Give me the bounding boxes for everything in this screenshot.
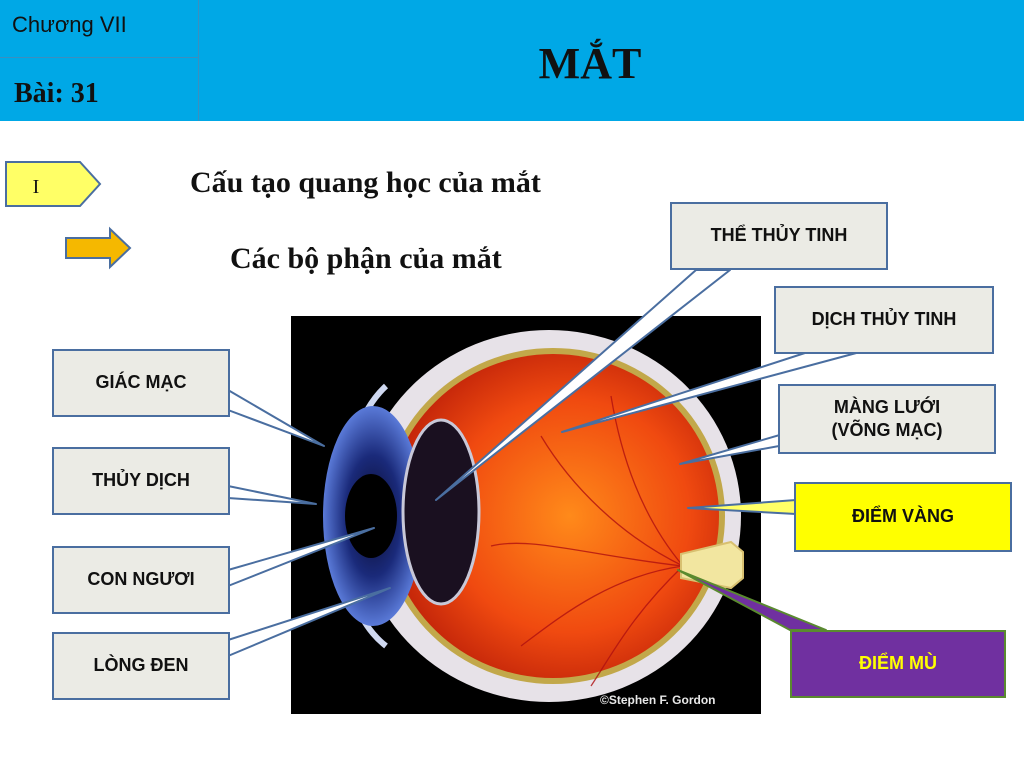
label-dich-thuy-tinh: DỊCH THỦY TINH	[774, 286, 994, 354]
label-thuy-dich: THỦY DỊCH	[52, 447, 230, 515]
pointer-mang-luoi	[679, 431, 791, 465]
lesson-cell: Bài: 31	[0, 58, 199, 121]
section-heading: Cấu tạo quang học của mắt	[190, 166, 541, 199]
pointer-thuy-dich	[227, 485, 317, 505]
pointer-diem-mu	[677, 569, 827, 631]
label-diem-vang: ĐIỂM VÀNG	[794, 482, 1012, 552]
pointer-giac-mac	[227, 389, 325, 447]
label-con-nguoi: CON NGƯƠI	[52, 546, 230, 614]
label-the-thuy-tinh-text: THỂ THỦY TINH	[710, 225, 848, 246]
arrow-right-icon	[65, 226, 132, 270]
chapter-label: Chương VII	[12, 12, 127, 37]
label-dich-thuy-tinh-text: DỊCH THỦY TINH	[811, 309, 957, 330]
header-bar: Chương VII Bài: 31 MẮT	[0, 0, 1024, 121]
section-number: I	[32, 176, 40, 198]
label-diem-mu: ĐIỂM MÙ	[790, 630, 1006, 698]
image-credit: ©Stephen F. Gordon	[600, 693, 716, 707]
pointer-diem-vang	[687, 499, 797, 515]
label-con-nguoi-text: CON NGƯƠI	[87, 569, 195, 590]
label-long-den: LÒNG ĐEN	[52, 632, 230, 700]
eye-illustration	[291, 316, 761, 714]
label-giac-mac-text: GIÁC MẠC	[95, 372, 187, 393]
label-giac-mac: GIÁC MẠC	[52, 349, 230, 417]
section-subheading: Các bộ phận của mắt	[230, 242, 502, 275]
pointer-the-thuy-tinh	[435, 269, 731, 501]
label-thuy-dich-text: THỦY DỊCH	[92, 470, 190, 491]
pointer-long-den	[227, 587, 391, 657]
label-the-thuy-tinh: THỂ THỦY TINH	[670, 202, 888, 270]
label-diem-vang-text: ĐIỂM VÀNG	[851, 506, 954, 527]
section-marker-icon	[5, 161, 102, 207]
label-diem-mu-text: ĐIỂM MÙ	[859, 653, 937, 674]
chapter-cell: Chương VII	[0, 0, 199, 58]
label-mang-luoi: MÀNG LƯỚI (VÕNG MẠC)	[778, 384, 996, 454]
pointer-con-nguoi	[227, 527, 375, 587]
page-title: MẮT	[538, 39, 642, 88]
label-vong-mac-text: (VÕNG MẠC)	[831, 420, 943, 440]
label-mang-luoi-text: MÀNG LƯỚI	[833, 396, 941, 417]
lesson-label: Bài: 31	[14, 78, 99, 109]
label-long-den-text: LÒNG ĐEN	[93, 655, 189, 676]
